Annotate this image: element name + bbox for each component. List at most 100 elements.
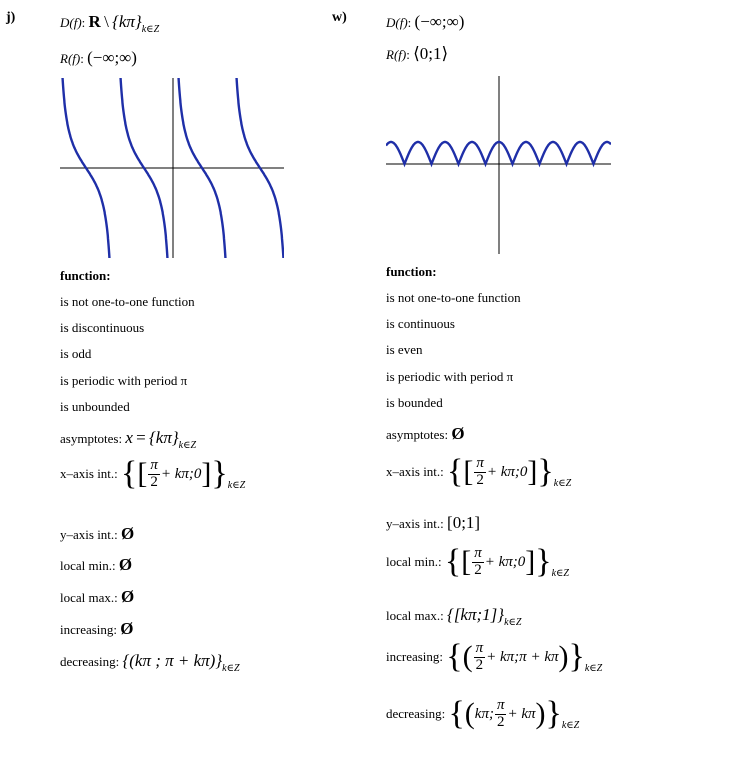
local-max-sub: k∈Z: [504, 617, 522, 628]
local-max-value: Ø: [121, 587, 135, 606]
setminus-symbol: \: [104, 12, 109, 31]
bracket-open: [: [137, 457, 148, 490]
local-min-rest: + kπ;0: [484, 553, 526, 570]
decreasing-mid: + kπ: [507, 705, 536, 722]
local-min-sub: k∈Z: [551, 568, 569, 579]
local-max-j: local max.: Ø: [60, 587, 134, 607]
domain-line-w: D(f): (−∞;∞): [386, 12, 464, 32]
y-int-label: y–axis int.:: [386, 516, 444, 531]
brace-open: {: [444, 543, 462, 580]
local-max-w: local max.: {[kπ;1]}k∈Z: [386, 605, 521, 628]
increasing-label: increasing:: [386, 649, 444, 664]
prop-j-4: is unbounded: [60, 399, 130, 414]
increasing-mid: + kπ;π + kπ: [486, 648, 559, 665]
local-max-label: local max.:: [386, 608, 444, 623]
colon: :: [81, 15, 86, 30]
x-int-sub: k∈Z: [227, 480, 246, 491]
problem-label-j: j): [6, 10, 16, 25]
local-max-label: local max.:: [60, 590, 118, 605]
brace-open: {: [121, 455, 138, 492]
asymptotes-label: asymptotes:: [60, 431, 123, 446]
brace-close: }: [568, 638, 585, 675]
prop-j-0: is not one-to-one function: [60, 294, 195, 309]
brace-close: }: [535, 543, 552, 580]
abs-cos-curve: [386, 140, 611, 168]
decreasing-sub: k∈Z: [561, 720, 580, 731]
paren-close: ): [535, 697, 546, 730]
paren-open: (: [462, 640, 473, 673]
domain-sub: k∈Z: [141, 24, 160, 35]
decreasing-sub: k∈Z: [222, 663, 240, 674]
range-line-w: R(f): ⟨0;1⟩: [386, 44, 448, 64]
prop-w-3: is periodic with period π: [386, 369, 514, 384]
cot-branch: [235, 78, 284, 258]
decreasing-j: decreasing: {(kπ ; π + kπ)}k∈Z: [60, 651, 240, 674]
cot-branch: [61, 78, 111, 258]
asymptotes-label: asymptotes:: [386, 427, 449, 442]
prop-w-4: is bounded: [386, 395, 443, 410]
x-int-rest: + kπ;0: [160, 465, 202, 482]
asym-set: {kπ}: [149, 428, 179, 447]
domain-name: D(f): [386, 15, 408, 30]
decreasing-value: {(kπ ; π + kπ)}: [122, 651, 223, 670]
colon: :: [80, 51, 84, 66]
range-name: R(f): [60, 51, 81, 66]
local-min-label: local min.:: [60, 558, 116, 573]
range-line-j: R(f): (−∞;∞): [60, 48, 137, 68]
local-max-value: {[kπ;1]}: [447, 605, 505, 624]
brace-close: }: [211, 455, 228, 492]
local-min-label: local min.:: [386, 554, 442, 569]
colon: :: [406, 47, 410, 62]
brace-close: }: [545, 695, 562, 732]
prop-j-1: is discontinuous: [60, 320, 145, 335]
prop-w-0: is not one-to-one function: [386, 290, 521, 305]
increasing-label: increasing:: [60, 622, 118, 637]
decreasing-label: decreasing:: [386, 706, 446, 721]
cot-branch: [119, 78, 169, 258]
decreasing-pre: kπ;: [474, 705, 494, 722]
cot-curve-group: [61, 78, 284, 258]
asymptotes-j: asymptotes: x = {kπ}k∈Z: [60, 428, 196, 451]
cot-branch: [177, 78, 227, 258]
paren-open: (: [464, 697, 475, 730]
local-min-value: Ø: [118, 555, 133, 574]
x-int-sub: k∈Z: [553, 478, 572, 489]
domain-set: {kπ}: [112, 12, 142, 31]
y-int-w: y–axis int.: [0;1]: [386, 513, 480, 533]
range-value: (−∞;∞): [87, 48, 137, 67]
y-int-value: Ø: [121, 524, 135, 543]
graph-abs-cos: [386, 76, 611, 254]
x-int-rest: + kπ;0: [486, 463, 528, 480]
asym-eq: =: [136, 428, 146, 447]
reals-symbol: R: [88, 12, 101, 31]
x-int-label: x–axis int.:: [386, 464, 444, 479]
brace-open: {: [447, 453, 464, 490]
domain-line-j: D(f): R \ {kπ}k∈Z: [60, 12, 159, 35]
graph-cot: [60, 78, 284, 258]
prop-j-3: is periodic with period π: [60, 373, 188, 388]
asymptotes-w: asymptotes: Ø: [386, 424, 465, 444]
range-value: ⟨0;1⟩: [413, 44, 449, 63]
prop-j-2: is odd: [60, 346, 92, 361]
brace-open: {: [446, 638, 463, 675]
bracket-open: [: [461, 545, 472, 578]
domain-value: (−∞;∞): [414, 12, 465, 31]
bracket-close: ]: [527, 455, 538, 488]
local-min-j: local min.: Ø: [60, 555, 132, 575]
y-int-j: y–axis int.: Ø: [60, 524, 134, 544]
paren-close: ): [558, 640, 569, 673]
problem-label-w: w): [332, 10, 347, 25]
decreasing-label: decreasing:: [60, 654, 120, 669]
y-int-label: y–axis int.:: [60, 527, 118, 542]
brace-close: }: [537, 453, 554, 490]
